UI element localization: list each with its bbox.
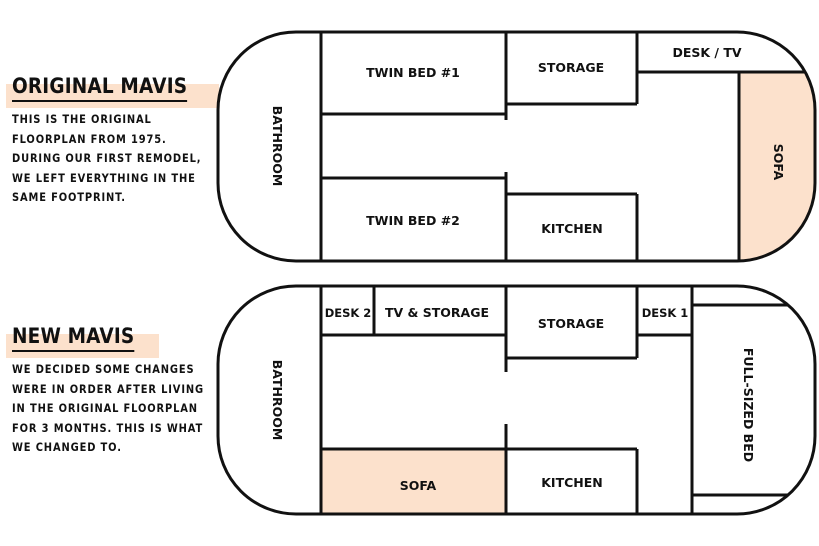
original-storage-label: STORAGE — [538, 60, 604, 75]
original-twin-bed-1-label: TWIN BED #1 — [366, 65, 460, 80]
new-title: NEW MAVIS — [12, 324, 135, 352]
original-twin-bed-2-label: TWIN BED #2 — [366, 213, 460, 228]
new-tv-storage-label: TV & STORAGE — [385, 305, 489, 320]
new-outline — [216, 284, 817, 516]
original-desc-line: THIS IS THE ORIGINAL — [12, 112, 152, 126]
original-desc-line: SAME FOOTPRINT. — [12, 190, 126, 204]
new-sofa-fill — [321, 449, 506, 514]
original-sofa-label: SOFA — [771, 144, 786, 181]
original-desc-line: DURING OUR FIRST REMODEL, — [12, 151, 202, 165]
original-text-block: ORIGINAL MAVIS THIS IS THE ORIGINAL FLOO… — [6, 74, 220, 208]
new-desc-line: IN THE ORIGINAL FLOORPLAN — [12, 401, 198, 415]
new-full-bed-label: FULL-SIZED BED — [741, 348, 756, 462]
new-kitchen-label: KITCHEN — [541, 475, 603, 490]
original-desc-line: WE LEFT EVERYTHING IN THE — [12, 170, 196, 185]
original-description: THIS IS THE ORIGINAL FLOORPLAN FROM 1975… — [12, 110, 202, 208]
new-text-block: NEW MAVIS WE DECIDED SOME CHANGES WERE I… — [6, 324, 217, 458]
original-heading-highlight — [6, 84, 220, 108]
new-heading-highlight — [6, 334, 160, 358]
new-desk-2-label: DESK 2 — [325, 306, 372, 320]
original-kitchen-label: KITCHEN — [541, 221, 603, 236]
original-desk-tv-label: DESK / TV — [672, 45, 741, 60]
new-heading-wrap: NEW MAVIS — [6, 324, 160, 358]
original-outline — [216, 30, 817, 263]
original-desc-line: FLOORPLAN FROM 1975. — [12, 131, 167, 146]
new-bathroom-label: BATHROOM — [270, 360, 285, 441]
new-desk-1-label: DESK 1 — [642, 306, 689, 320]
new-description: WE DECIDED SOME CHANGES WERE IN ORDER AF… — [12, 360, 204, 458]
new-sofa-label: SOFA — [400, 478, 437, 493]
new-desc-line: WE DECIDED SOME CHANGES — [12, 362, 195, 376]
original-title: ORIGINAL MAVIS — [12, 74, 188, 102]
new-storage-label: STORAGE — [538, 316, 604, 331]
new-desc-line: WERE IN ORDER AFTER LIVING — [12, 381, 204, 396]
new-desc-line: WE CHANGED TO. — [12, 440, 122, 454]
original-floorplan: TWIN BED #1 TWIN BED #2 STORAGE KITCHEN … — [216, 30, 817, 263]
original-heading-wrap: ORIGINAL MAVIS — [6, 74, 220, 108]
new-floorplan: DESK 2 TV & STORAGE STORAGE DESK 1 SOFA … — [216, 284, 817, 516]
new-desc-line: FOR 3 MONTHS. THIS IS WHAT — [12, 420, 204, 435]
original-bathroom-label: BATHROOM — [270, 106, 285, 187]
